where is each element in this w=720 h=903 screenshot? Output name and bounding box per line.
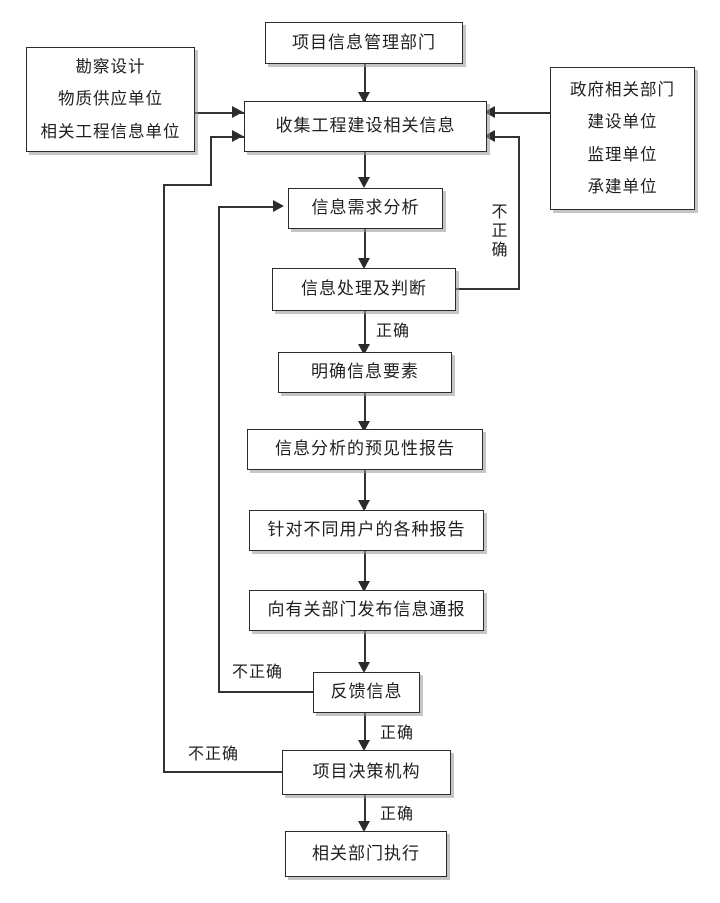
arrowhead-feedback-to-demand xyxy=(273,199,284,212)
connector-clarify-to-report xyxy=(364,393,366,430)
connector-collect-to-demand xyxy=(364,152,366,184)
connector-feedback-long-v xyxy=(218,206,220,693)
right-source-line-2: 建设单位 xyxy=(587,112,658,132)
arrowhead-left-sources-to-collect xyxy=(232,105,243,118)
node-demand-analysis[interactable]: 信息需求分析 xyxy=(288,188,443,229)
arrowhead-right-sources-to-collect xyxy=(484,105,495,118)
node-label: 收集工程建设相关信息 xyxy=(275,116,456,136)
connector-feedback-to-demand-h xyxy=(218,206,280,208)
edge-label-correct-decision: 正确 xyxy=(380,806,415,823)
connector-process-incorrect-v xyxy=(518,136,520,290)
connector-mgmt-to-collect xyxy=(364,63,366,101)
arrowhead-feedback-to-decision xyxy=(357,740,370,751)
node-predictive-report[interactable]: 信息分析的预见性报告 xyxy=(247,429,483,470)
edge-label-correct-process: 正确 xyxy=(376,323,411,340)
node-right-sources[interactable]: 政府相关部门 建设单位 监理单位 承建单位 xyxy=(550,67,695,210)
connector-decision-feedback-jog xyxy=(163,184,212,186)
node-label: 相关部门执行 xyxy=(312,843,420,863)
connector-process-incorrect-bottom-h xyxy=(456,288,520,290)
node-decision-body[interactable]: 项目决策机构 xyxy=(282,750,451,795)
arrowhead-process-to-clarify xyxy=(357,344,370,355)
connector-decision-to-execute xyxy=(364,795,366,827)
arrowhead-userreports-to-bulletin xyxy=(357,581,370,592)
right-source-line-3: 监理单位 xyxy=(587,144,658,164)
node-label: 项目决策机构 xyxy=(312,762,421,782)
node-label: 反馈信息 xyxy=(330,682,403,702)
left-source-line-1: 勘察设计 xyxy=(75,57,146,77)
node-collect-info[interactable]: 收集工程建设相关信息 xyxy=(244,101,487,152)
left-source-line-3: 相关工程信息单位 xyxy=(40,121,181,141)
connector-left-sources-to-collect xyxy=(195,112,244,114)
arrowhead-demand-to-process xyxy=(357,258,370,269)
node-label: 向有关部门发布信息通报 xyxy=(267,600,466,620)
node-info-mgmt-dept[interactable]: 项目信息管理部门 xyxy=(265,22,463,64)
node-label: 信息分析的预见性报告 xyxy=(275,439,455,459)
connector-decision-feedback-long-v xyxy=(163,184,165,773)
connector-decision-feedback-to-collect-h xyxy=(212,136,244,138)
connector-feedback-bottom-h xyxy=(218,691,315,693)
node-execute-dept[interactable]: 相关部门执行 xyxy=(285,831,447,877)
arrowhead-report-to-userreports xyxy=(357,500,370,511)
node-user-reports[interactable]: 针对不同用户的各种报告 xyxy=(249,510,484,551)
right-source-line-1: 政府相关部门 xyxy=(570,80,675,100)
connector-decision-feedback-bottom-h xyxy=(163,771,282,773)
arrowhead-decision-to-execute xyxy=(357,821,370,832)
left-source-line-2: 物质供应单位 xyxy=(58,89,163,109)
arrowhead-clarify-to-report xyxy=(357,421,370,432)
node-publish-bulletin[interactable]: 向有关部门发布信息通报 xyxy=(249,590,484,631)
connector-decision-feedback-riser xyxy=(210,136,212,186)
connector-userreports-to-bulletin xyxy=(364,551,366,589)
node-left-sources[interactable]: 勘察设计 物质供应单位 相关工程信息单位 xyxy=(26,47,195,152)
connector-feedback-to-decision xyxy=(364,713,366,747)
edge-label-correct-feedback: 正确 xyxy=(380,725,415,742)
edge-label-incorrect-process: 不正确 xyxy=(491,204,509,259)
node-label: 信息处理及判断 xyxy=(301,279,427,299)
arrowhead-decision-feedback-to-collect xyxy=(232,129,243,142)
connector-report-to-userreports xyxy=(364,470,366,509)
connector-process-to-clarify xyxy=(364,311,366,353)
connector-demand-to-process xyxy=(364,229,366,266)
arrowhead-process-incorrect-to-collect xyxy=(484,129,495,142)
edge-label-incorrect-feedback: 不正确 xyxy=(232,664,284,681)
node-label: 项目信息管理部门 xyxy=(292,32,436,52)
edge-label-incorrect-decision: 不正确 xyxy=(188,746,240,763)
right-source-line-4: 承建单位 xyxy=(587,176,658,196)
node-feedback[interactable]: 反馈信息 xyxy=(313,672,420,713)
node-label: 针对不同用户的各种报告 xyxy=(267,520,466,540)
arrowhead-collect-to-demand xyxy=(357,177,370,188)
node-label: 信息需求分析 xyxy=(311,198,420,218)
arrowhead-bulletin-to-feedback xyxy=(357,662,370,673)
node-label: 明确信息要素 xyxy=(311,362,419,382)
connector-right-sources-to-collect xyxy=(487,112,550,114)
connector-process-incorrect-h xyxy=(487,136,520,138)
arrowhead-mgmt-to-collect xyxy=(357,92,370,103)
connector-bulletin-to-feedback xyxy=(364,631,366,669)
node-process-judge[interactable]: 信息处理及判断 xyxy=(272,268,456,311)
node-clarify-elements[interactable]: 明确信息要素 xyxy=(278,352,452,393)
